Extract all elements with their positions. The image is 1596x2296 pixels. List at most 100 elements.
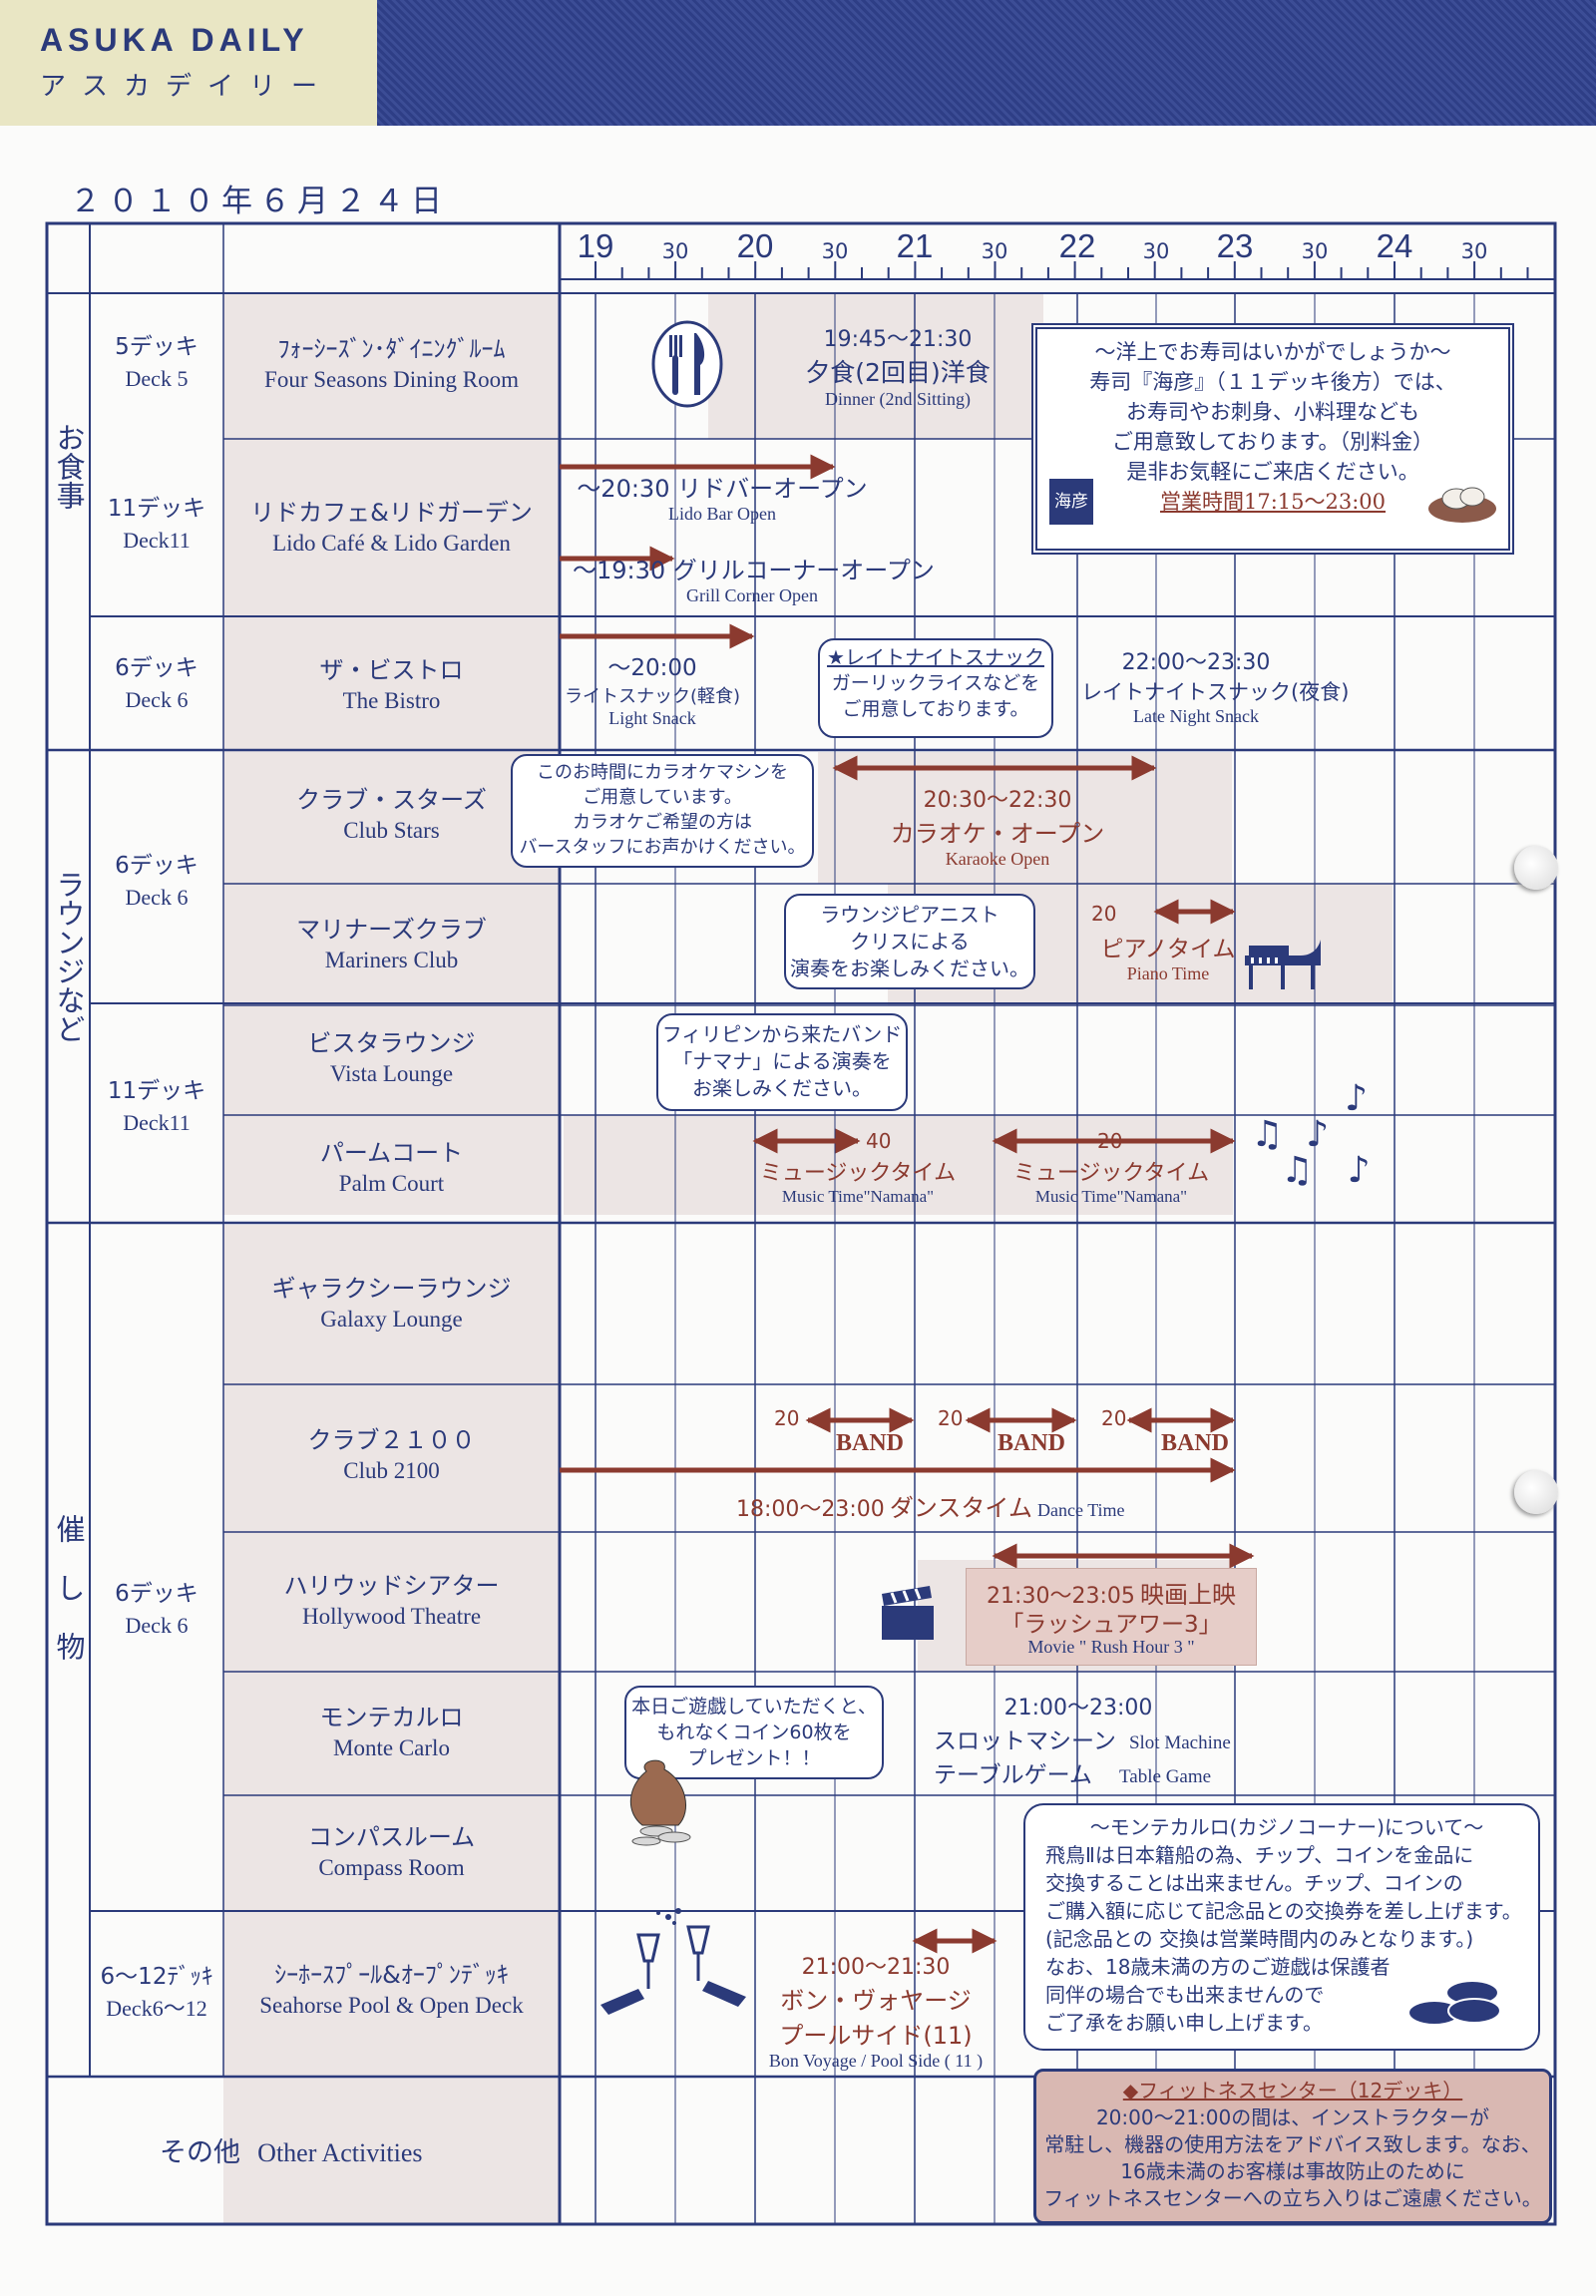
event-dinner: 19:45〜21:30 夕食(2回目)洋食 Dinner (2nd Sittin… [758,321,1037,410]
venue-en: Club 2100 [343,1458,440,1483]
note-line: 本日ご遊戯していただくと、 [631,1696,877,1718]
venue-jp: ハリウッドシアター [283,1572,500,1600]
band [223,752,560,884]
category-dining: お食事 [49,423,89,510]
sushi-line: ご用意致しております。（別料金） [1111,430,1434,454]
note-line: 「ナマナ」による演奏を [672,1049,892,1073]
half-hour-label: 30 [821,239,849,263]
deck-label: 6デッキ Deck 6 [92,850,221,914]
hour-label: 20 [736,227,774,264]
other-activities-label: その他 Other Activities [160,2130,423,2169]
event-music2: ミュージックタイム Music Time"Namana" [1001,1155,1221,1207]
half-hour-label: 30 [981,239,1008,263]
venue-en: Vista Lounge [329,1061,454,1086]
venue-en: Seahorse Pool & Open Deck [259,1993,524,2018]
note-line: フィリピンから来たバンド [661,1022,903,1046]
venue-jp: ギャラクシーラウンジ [271,1275,512,1303]
karaoke-note: このお時間にカラオケマシンを ご用意しています。 カラオケご希望の方は バースタ… [511,754,814,868]
event-light-snack: 〜20:00 ライトスナック(軽食) Light Snack [565,648,740,729]
table-jp: テーブルゲーム [934,1762,1092,1788]
movie-title-en: Movie " Rush Hour 3 " [1027,1637,1195,1657]
half-hour-label: 30 [1301,239,1329,263]
band [223,439,560,618]
deck-label: 6〜12ﾃﾞｯｷ Deck6〜12 [92,1961,221,2025]
event-music1: ミュージックタイム Music Time"Namana" [748,1155,968,1207]
note-line: ガーリックライスなどを [831,672,1040,694]
event-jp: 〜20:30 リドバーオープン [577,475,868,503]
note-line: ご用意しております。 [842,698,1029,720]
venue-jp: クラブ２１００ [307,1426,476,1454]
band [223,1672,560,1795]
other-en: Other Activities [257,2138,423,2167]
venue-en: Palm Court [338,1171,445,1196]
note-line: 演奏をお楽しみください。 [790,957,1029,980]
half-hour-label: 30 [661,239,689,263]
deck-jp: 11デッキ [107,496,206,522]
event-jp: カラオケ・オープン [890,820,1105,848]
event-jp: 〜19:30 グリルコーナーオープン [573,557,935,584]
event-en: Music Time"Namana" [781,1187,935,1206]
category-label: お食事 [52,423,86,510]
venue-en: Galaxy Lounge [320,1307,463,1332]
venue-jp: ﾌｫｰｼｰｽﾞﾝ･ﾀﾞｲﾆﾝｸﾞﾙｰﾑ [277,335,506,363]
header-left-panel [0,0,377,126]
event-en: Karaoke Open [945,849,1050,869]
note-line: フィットネスセンターへの立ち入りはご遠慮ください。 [1043,2186,1542,2210]
coin-note: 本日ご遊戯していただくと、 もれなくコイン60枚を プレゼント！！ [624,1686,884,1779]
event-movie: 21:30〜23:05 映画上映 「ラッシュアワー3」 Movie " Rush… [966,1568,1257,1666]
event-en: Music Time"Namana" [1034,1187,1188,1206]
deck-label: 11デッキ Deck11 [92,493,221,557]
note-line: バースタッフにお声かけください。 [519,837,806,858]
event-jp: ダンスタイム [889,1494,1032,1522]
band3-label: BAND [1161,1430,1230,1456]
music-notes-icon: ♪♫ ♪♫ ♪ [1251,1078,1371,1191]
note-line: なお、18歳未満の方のご遊戯は保護者 [1045,1955,1391,1979]
deck-en: Deck 6 [125,885,189,910]
note-line: ラウンジピアニスト [820,903,999,927]
casino-note: 〜モンテカルロ(カジノコーナー)について〜 飛鳥Ⅱは日本籍船の為、チップ、コイン… [1023,1803,1540,2051]
note-line: 常駐し、機器の使用方法をアドバイス致します。なお、 [1044,2132,1541,2156]
event-time: 19:45〜21:30 [823,327,973,352]
deck-jp: 6デッキ [115,1581,199,1607]
hour-label: 22 [1058,227,1096,264]
deck-jp: 6デッキ [115,853,199,879]
band [223,1384,560,1532]
movie-title-jp: 「ラッシュアワー3」 [1000,1612,1222,1638]
deck-jp: 6〜12ﾃﾞｯｷ [100,1964,213,1990]
band [223,1532,560,1672]
venue-jp: ビスタラウンジ [307,1029,476,1057]
category-lounge: ラウンジなど [49,870,89,1043]
venue-en: Hollywood Theatre [301,1604,482,1629]
venue-jp: ｼｰﾎｰｽﾌﾟｰﾙ&ｵｰﾌﾟﾝﾃﾞｯｷ [274,1961,509,1989]
deck-jp: 11デッキ [107,1078,206,1104]
venue-en: Compass Room [318,1855,465,1880]
late-snack-note: ★レイトナイトスナック ガーリックライスなどを ご用意しております。 [818,638,1053,738]
fork-knife-icon [650,319,724,413]
note-line: 交換することは出来ません。チップ、コインの [1045,1871,1463,1895]
event-jp: ライトスナック(軽食) [565,686,741,707]
band3-duration: 20 [1101,1406,1127,1430]
deck-jp: 5デッキ [115,334,199,360]
note-line: 同伴の場合でも出来ませんので [1045,1983,1325,2007]
band [223,2077,560,2224]
band [223,293,560,439]
coin-bag-icon [616,1751,702,1851]
event-piano: ピアノタイム Piano Time [1093,930,1243,984]
event-grill: 〜19:30 グリルコーナーオープン Grill Corner Open [573,551,935,606]
champagne-icon [598,1905,748,2029]
sushi-plate-icon [1426,469,1498,533]
deck-en: Deck6〜12 [106,1996,207,2021]
event-karaoke: 20:30〜22:30 カラオケ・オープン Karaoke Open [858,782,1137,870]
event-jp: ミュージックタイム [1012,1161,1210,1186]
deck-en: Deck11 [123,528,191,553]
header-pattern-panel [377,0,1596,126]
category-events: 催し物 [49,1514,89,1691]
event-en: Late Night Snack [1133,706,1259,726]
venue-label: ビスタラウンジ Vista Lounge [225,1027,558,1089]
event-jp: レイトナイトスナック(夜食) [1081,680,1350,704]
note-line: (記念品との 交換は営業時間内のみとなります。) [1045,1927,1474,1951]
